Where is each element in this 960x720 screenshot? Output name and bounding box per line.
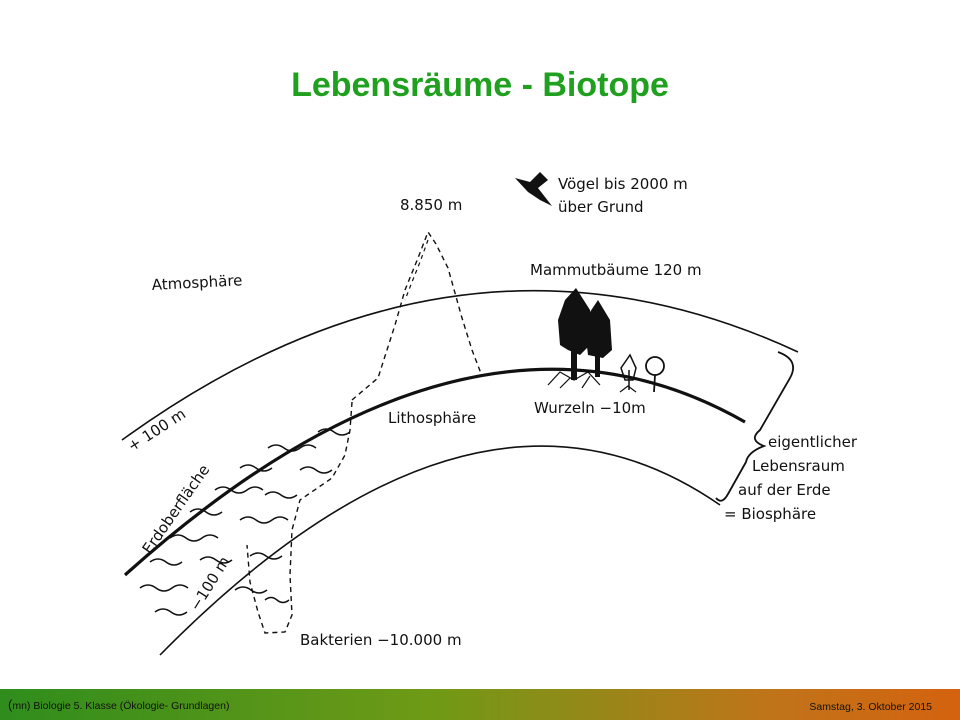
minus-100m-label: −100 m [186,553,233,614]
peak-height-label: 8.850 m [400,196,462,214]
earth-surface-arc [123,367,746,577]
biosphere-label-line1: eigentlicher [768,433,858,451]
biosphere-brace [715,351,794,502]
slide-title: Lebensräume - Biotope [291,66,669,104]
footer-date: Samstag, 3. Oktober 2015 [809,701,932,713]
footer-course-text: mn) Biologie 5. Klasse (Ökologie- Grundl… [12,700,230,712]
birds-label-line1: Vögel bis 2000 m [558,175,688,193]
mountain-inner-line [404,239,429,301]
birds-label-line2: über Grund [558,198,644,216]
sequoia-trees-icon [547,288,612,389]
small-trees-icon [619,353,665,393]
sequoias-label: Mammutbäume 120 m [530,261,702,279]
footer-course-info: (mn) Biologie 5. Klasse (Ökologie- Grund… [8,697,229,712]
biosphere-label-line4: = Biosphäre [724,505,816,523]
ocean-waves [139,428,351,616]
atmosphere-label: Atmosphäre [151,271,243,294]
footer-bar: (mn) Biologie 5. Klasse (Ökologie- Grund… [0,689,960,720]
upper-boundary-arc [121,289,799,441]
plus-100m-label: + 100 m [124,405,189,456]
bird-icon [515,172,552,206]
crust-boundary [246,401,353,634]
mountain-outline [351,230,483,401]
lower-boundary-arc [159,445,721,656]
footer-open-paren: ( [8,697,13,712]
roots-label: Wurzeln −10m [534,399,646,417]
biosphere-label-line3: auf der Erde [738,481,831,499]
lithosphere-label: Lithosphäre [388,409,476,427]
bacteria-label: Bakterien −10.000 m [300,631,462,649]
biosphere-label-line2: Lebensraum [752,457,845,475]
